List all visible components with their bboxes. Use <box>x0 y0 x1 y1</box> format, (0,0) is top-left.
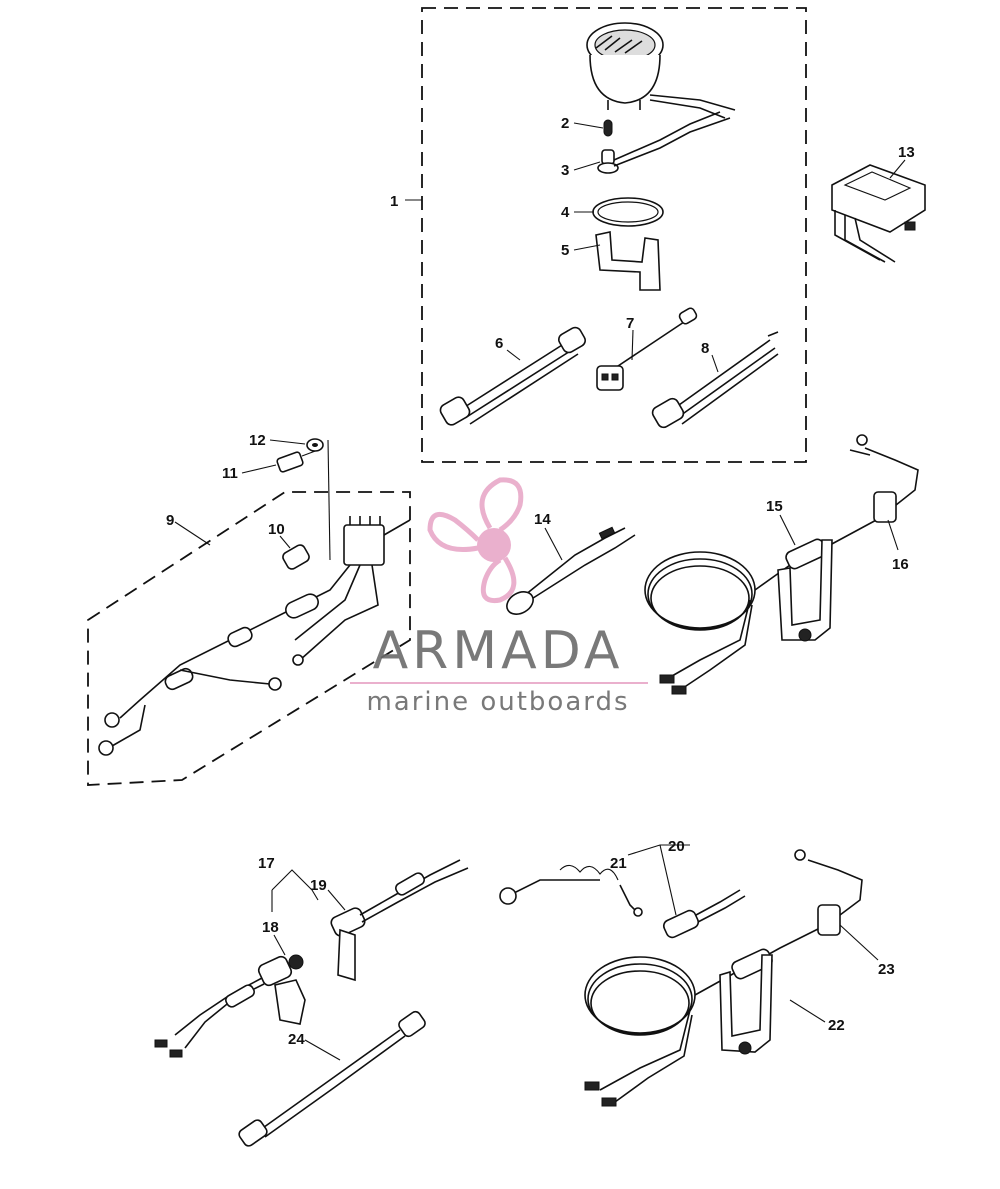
callout-9: 9 <box>166 512 174 529</box>
harness-15 <box>644 517 881 695</box>
watermark-tagline: marine outboards <box>366 687 629 717</box>
watermark-brand: ARMADA <box>373 621 624 681</box>
switch-18 <box>154 954 306 1058</box>
screw-11 <box>276 449 319 473</box>
harness-14 <box>506 526 636 615</box>
ring-part <box>592 197 664 227</box>
fuse-10 <box>282 544 310 570</box>
bulb-part <box>603 119 613 137</box>
callout-13: 13 <box>898 144 915 161</box>
group-1-box <box>405 7 807 463</box>
leader-lines <box>241 122 906 1061</box>
clamp-23 <box>794 849 863 936</box>
callout-21: 21 <box>610 855 627 872</box>
group-9-box <box>87 491 411 786</box>
callout-17: 17 <box>258 855 275 872</box>
gauge-part <box>586 22 736 119</box>
regulator-part <box>98 516 411 756</box>
lanyard-21 <box>499 864 643 917</box>
washer-12 <box>306 438 324 452</box>
sender-7 <box>596 307 698 391</box>
switch-20 <box>662 889 746 939</box>
propeller-logo-icon <box>427 477 524 604</box>
callout-15: 15 <box>766 498 783 515</box>
module-13 <box>831 164 926 263</box>
callout-23: 23 <box>878 961 895 978</box>
callout-17-bracket <box>271 869 313 891</box>
callout-22: 22 <box>828 1017 845 1034</box>
harness-6 <box>439 326 586 426</box>
socket-part <box>597 111 731 174</box>
bracket-part <box>595 231 661 291</box>
harness-8 <box>651 331 779 429</box>
callout-16: 16 <box>892 556 909 573</box>
callout-18: 18 <box>262 919 279 936</box>
callout-10: 10 <box>268 521 285 538</box>
callout-labels: 1 2 3 4 5 6 7 8 9 10 11 12 13 14 15 16 1… <box>166 115 915 1048</box>
callout-14: 14 <box>534 511 551 528</box>
clamp-16 <box>849 434 919 523</box>
callout-4: 4 <box>561 204 570 221</box>
harness-24 <box>238 1010 426 1147</box>
callout-11: 11 <box>222 465 238 482</box>
callout-12: 12 <box>249 432 266 449</box>
callout-2: 2 <box>561 115 569 132</box>
callout-1: 1 <box>390 193 398 210</box>
harness-22 <box>584 927 821 1107</box>
switch-19 <box>330 859 469 982</box>
callout-24: 24 <box>288 1031 305 1048</box>
callout-6: 6 <box>495 335 503 352</box>
callout-20: 20 <box>668 838 685 855</box>
callout-7: 7 <box>626 315 634 332</box>
watermark: ARMADA marine outboards <box>350 477 648 717</box>
callout-19: 19 <box>310 877 327 894</box>
callout-3: 3 <box>561 162 569 179</box>
callout-5: 5 <box>561 242 569 259</box>
callout-8: 8 <box>701 340 709 357</box>
